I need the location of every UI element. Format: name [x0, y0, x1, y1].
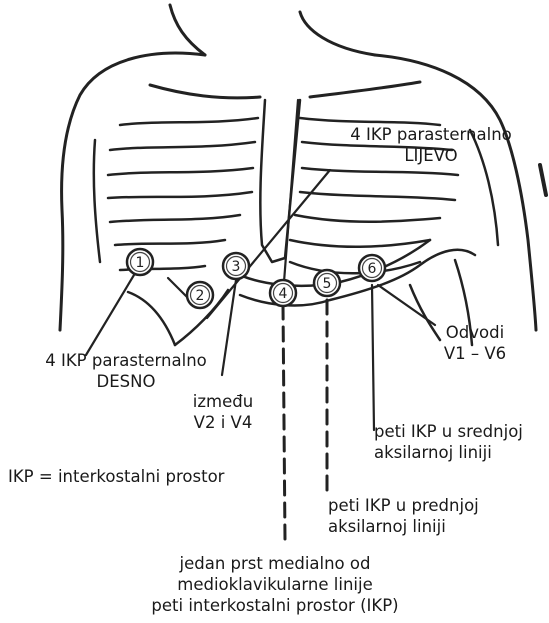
electrode-number: 6 — [368, 261, 377, 277]
electrode-number: 5 — [323, 276, 332, 292]
label-prednja-line1: peti IKP u prednjoj — [328, 495, 479, 516]
electrode-2: 2 — [187, 282, 213, 308]
label-lijevo-line1: 4 IKP parasternalno — [331, 124, 531, 145]
label-odvodi-line2: V1 – V6 — [420, 343, 530, 364]
label-bottom-line1: jedan prst medialno od — [110, 553, 440, 574]
electrode-5: 5 — [314, 270, 340, 296]
electrode-4: 4 — [270, 280, 296, 306]
label-odvodi-line1: Odvodi — [420, 322, 530, 343]
label-prednja-line2: aksilarnoj liniji — [328, 516, 479, 537]
electrode-number: 3 — [232, 259, 241, 275]
label-prednja: peti IKP u prednjoj aksilarnoj liniji — [328, 495, 479, 537]
label-bottom: jedan prst medialno od medioklavikularne… — [110, 553, 440, 616]
label-bottom-line2: medioklavikularne linije — [110, 574, 440, 595]
label-srednja-line2: aksilarnoj liniji — [374, 442, 523, 463]
label-desno-line1: 4 IKP parasternalno — [6, 350, 246, 371]
label-lijevo-line2: LIJEVO — [331, 145, 531, 166]
label-izmedju-line1: između — [178, 391, 268, 412]
label-srednja-line1: peti IKP u srednjoj — [374, 421, 523, 442]
electrode-1: 1 — [127, 249, 153, 275]
electrode-number: 2 — [196, 288, 205, 304]
electrode-3: 3 — [223, 253, 249, 279]
label-izmedju-line2: V2 i V4 — [178, 412, 268, 433]
label-ikp-definition: IKP = interkostalni prostor — [8, 466, 224, 487]
label-bottom-line3: peti interkostalni prostor (IKP) — [110, 595, 440, 616]
label-odvodi: Odvodi V1 – V6 — [420, 322, 530, 364]
electrode-6: 6 — [359, 255, 385, 281]
label-srednja: peti IKP u srednjoj aksilarnoj liniji — [374, 421, 523, 463]
label-desno-line2: DESNO — [6, 371, 246, 392]
label-ikp-definition-text: IKP = interkostalni prostor — [8, 466, 224, 487]
label-izmedju: između V2 i V4 — [178, 391, 268, 433]
electrode-number: 4 — [279, 286, 288, 302]
label-lijevo: 4 IKP parasternalno LIJEVO — [331, 124, 531, 166]
electrode-number: 1 — [136, 255, 145, 271]
label-desno: 4 IKP parasternalno DESNO — [6, 350, 246, 392]
